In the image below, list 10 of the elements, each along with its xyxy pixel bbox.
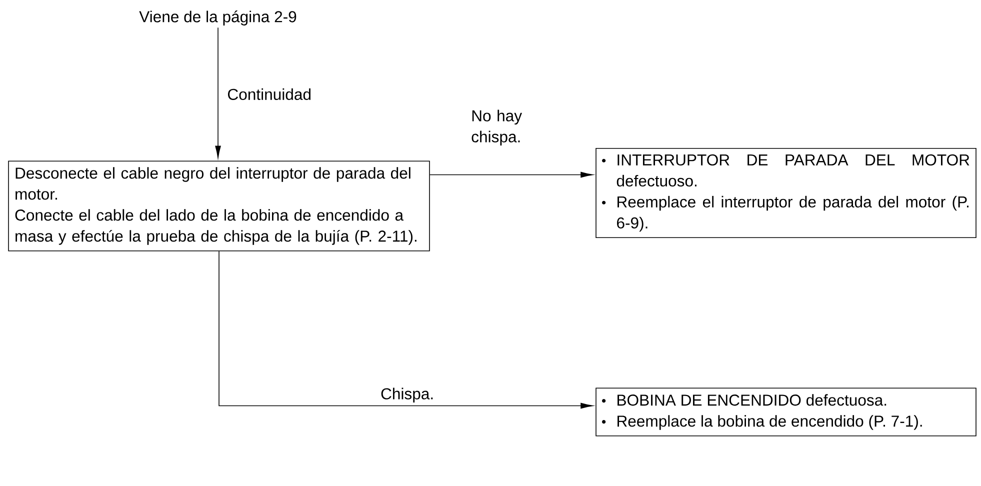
result-box: BOBINA DE ENCENDIDO defectuosa. Reemplace la bobina de encendido (P. 7-1). bbox=[596, 388, 976, 436]
arrow bbox=[215, 27, 221, 158]
source-text: Viene de la página 2-9 bbox=[139, 10, 296, 26]
result-box: INTERRUPTOR DE PARADA DEL MOTOR defectuoso. Reemplace el interruptor de parada del motor (P. 6-9). bbox=[596, 148, 976, 238]
edge-label: No hay chispa. bbox=[472, 110, 522, 146]
edge-label: Continuidad bbox=[228, 88, 310, 100]
process-box: Desconecte el cable negro del interruptor de parada del motor. Conecte el cable del lado de la bobina de encendido a masa y efectúe la prueba de chispa de la bujía (P. 2-11). bbox=[8, 160, 430, 252]
arrow bbox=[218, 250, 593, 409]
arrow bbox=[430, 172, 593, 178]
edge-label: Chispa. bbox=[381, 388, 433, 403]
